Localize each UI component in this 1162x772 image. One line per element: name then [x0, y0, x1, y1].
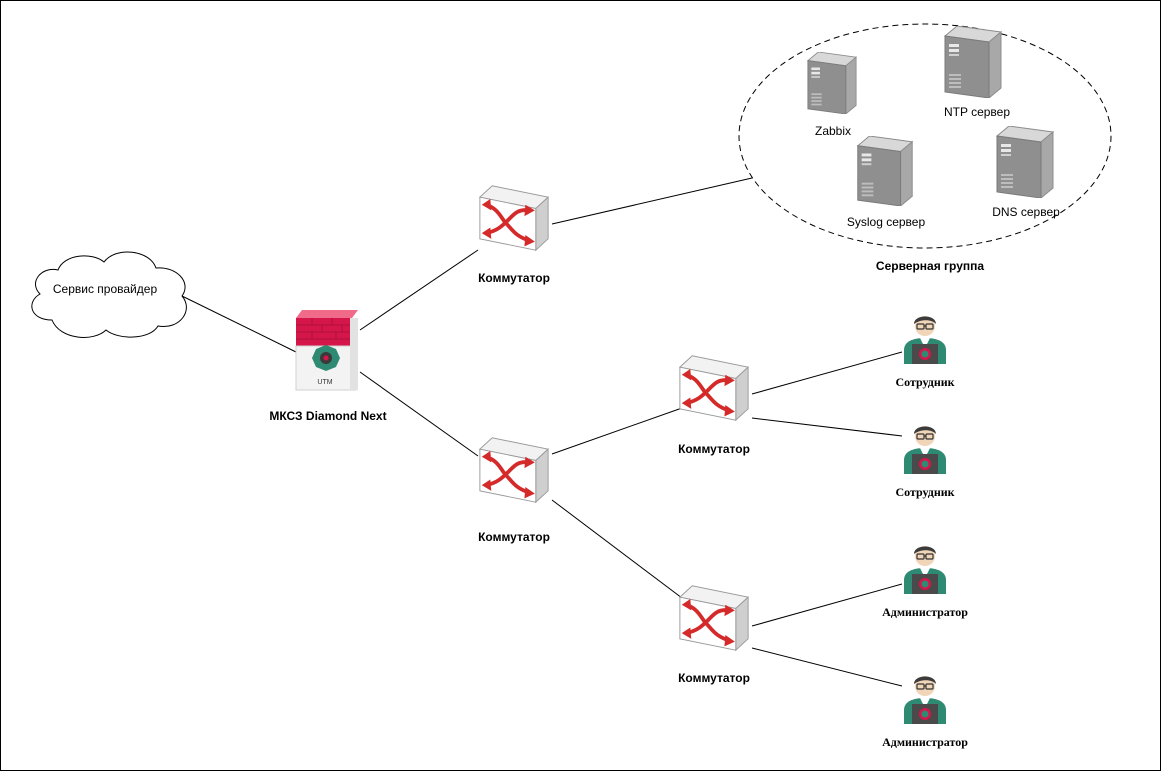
admin-1-label: Администратор — [882, 605, 968, 619]
switch-label: Коммутатор — [678, 442, 750, 456]
utm-device[interactable]: UTM МКСЗ Diamond Next — [269, 310, 387, 423]
switch-icon — [678, 583, 750, 653]
server-syslog[interactable]: Syslog сервер — [847, 136, 926, 229]
link-switch2-switch4 — [551, 499, 683, 599]
user-icon — [903, 675, 947, 724]
employee-2-label: Сотрудник — [895, 485, 954, 499]
switch-label: Коммутатор — [478, 530, 550, 544]
link-switch4-admin2 — [751, 647, 903, 687]
server-zabbix-label: Zabbix — [815, 124, 851, 138]
switch-core-top[interactable]: Коммутатор — [478, 183, 550, 285]
switch-admins[interactable]: Коммутатор — [678, 583, 750, 685]
switch-icon — [478, 435, 550, 505]
server-group: Zabbix NTP сервер Syslog сервер DNS серв… — [738, 23, 1112, 273]
employee-1[interactable]: Сотрудник — [895, 315, 955, 389]
link-cloud-utm — [181, 295, 297, 353]
user-icon — [903, 425, 947, 474]
server-icon — [857, 136, 913, 206]
server-syslog-label: Syslog сервер — [847, 215, 926, 229]
admin-2[interactable]: Администратор — [882, 675, 968, 749]
switch-employees[interactable]: Коммутатор — [678, 353, 750, 456]
server-ntp[interactable]: NTP сервер — [944, 26, 1010, 119]
cloud-icon — [31, 251, 187, 338]
switch-core-bottom[interactable]: Коммутатор — [478, 435, 550, 544]
link-utm-switch1 — [359, 249, 479, 331]
switch-label: Коммутатор — [478, 271, 550, 285]
switch-icon — [478, 183, 550, 253]
link-switch2-switch3 — [551, 407, 683, 455]
server-dns[interactable]: DNS сервер — [992, 126, 1060, 219]
employee-1-label: Сотрудник — [895, 375, 954, 389]
server-dns-label: DNS сервер — [992, 205, 1060, 219]
link-utm-switch2 — [359, 371, 479, 457]
link-switch4-admin1 — [751, 583, 903, 627]
link-switch3-employee2 — [751, 417, 903, 437]
admin-2-label: Администратор — [882, 735, 968, 749]
switch-icon — [678, 353, 750, 423]
server-zabbix[interactable]: Zabbix — [807, 52, 857, 138]
server-ntp-label: NTP сервер — [944, 105, 1010, 119]
server-icon — [807, 52, 857, 114]
link-switch1-servers — [551, 177, 753, 225]
link-switch3-employee1 — [751, 351, 903, 395]
cloud-label: Сервис провайдер — [53, 282, 158, 296]
server-icon — [996, 126, 1054, 198]
server-group-boundary — [738, 23, 1112, 249]
admin-1[interactable]: Администратор — [882, 545, 968, 619]
utm-label: МКСЗ Diamond Next — [269, 409, 386, 423]
user-icon — [903, 545, 947, 594]
utm-logo-text: UTM — [317, 379, 332, 386]
switch-label: Коммутатор — [678, 671, 750, 685]
connections — [181, 177, 903, 687]
user-icon — [903, 315, 947, 364]
employee-2[interactable]: Сотрудник — [895, 425, 955, 499]
provider-cloud: Сервис провайдер — [31, 251, 187, 338]
server-group-label: Серверная группа — [876, 259, 984, 273]
server-icon — [944, 26, 1002, 98]
